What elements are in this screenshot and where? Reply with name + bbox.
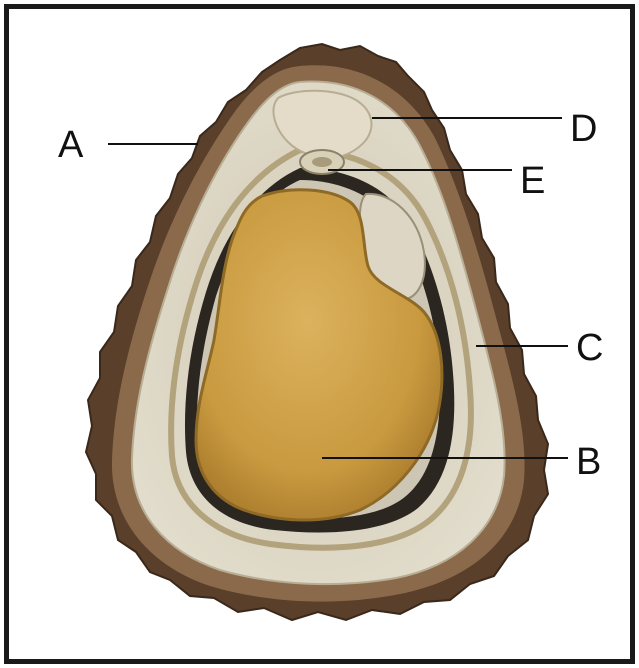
label-b: B — [576, 441, 601, 483]
structure-e-inner — [312, 157, 332, 167]
label-e: E — [520, 160, 545, 202]
label-a: A — [58, 124, 84, 166]
label-d: D — [570, 108, 597, 150]
label-c: C — [576, 327, 603, 369]
